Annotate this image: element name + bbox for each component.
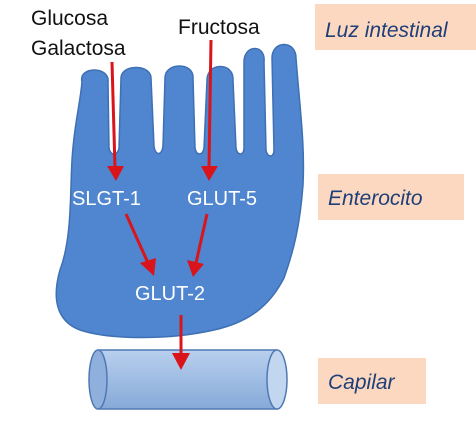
- capillary-vessel: [88, 349, 288, 410]
- fructose-label: Fructosa: [178, 16, 260, 39]
- capillary-right-end: [266, 349, 288, 410]
- arrow-slgt1-to-glut2: [124, 213, 156, 276]
- glucose-label: Glucosa: [31, 7, 108, 30]
- arrow-glut5-to-glut2: [187, 213, 209, 277]
- arrow-glucose-to-slgt1: [107, 61, 124, 181]
- glut5-label: GLUT-5: [187, 188, 257, 210]
- cell-label: Enterocito: [328, 187, 423, 210]
- enterocyte-cell: [55, 43, 305, 339]
- arrow-glut2-to-capillary: [172, 315, 190, 370]
- lumen-label: Luz intestinal: [325, 19, 449, 42]
- capillary-label-box: [318, 358, 426, 404]
- arrow-fructose-to-glut5: [201, 39, 218, 181]
- cell-label-box: [318, 174, 464, 220]
- galactose-label: Galactosa: [31, 37, 126, 60]
- slgt1-label: SLGT-1: [72, 188, 141, 210]
- glut2-label: GLUT-2: [135, 283, 205, 305]
- capillary-label: Capilar: [328, 371, 396, 394]
- capillary-left-end: [88, 349, 108, 410]
- lumen-label-box: [315, 4, 476, 50]
